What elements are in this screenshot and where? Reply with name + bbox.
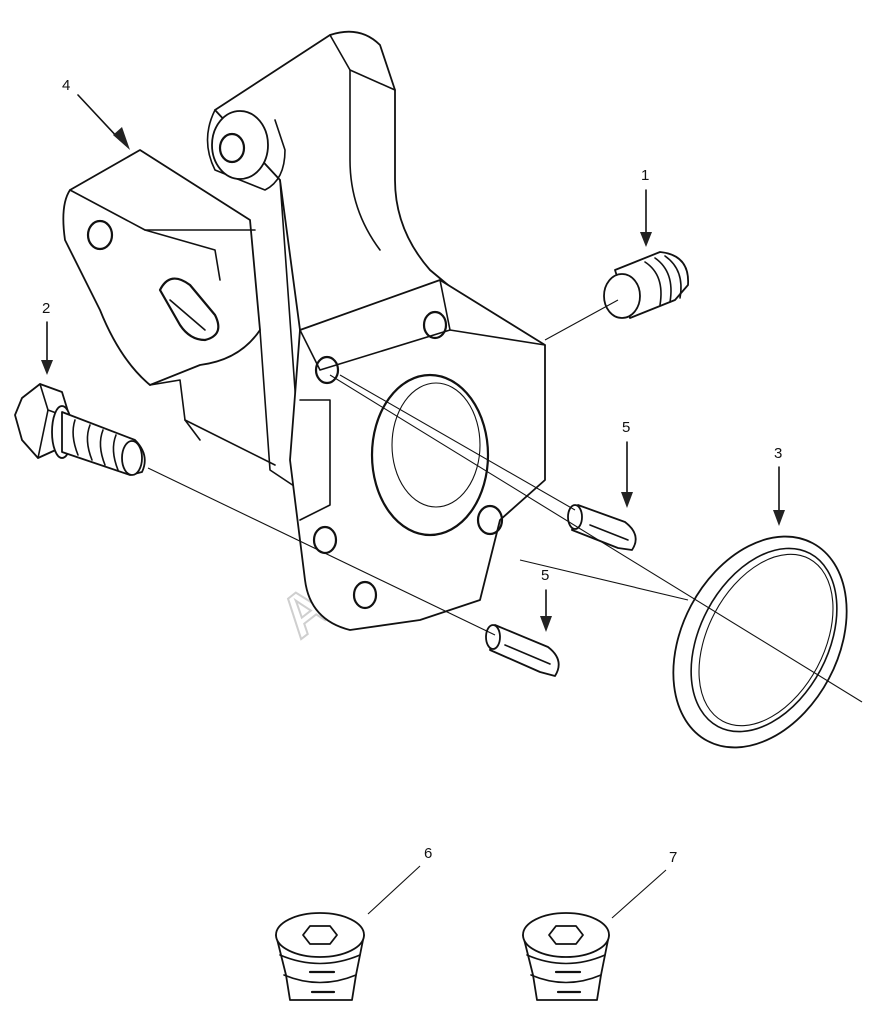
callout-7: 7 xyxy=(611,849,677,919)
callout-5b: 5 xyxy=(540,567,552,632)
callout-6: 6 xyxy=(367,845,432,915)
seal-ring-part-3 xyxy=(672,535,848,749)
callout-label-1: 1 xyxy=(641,167,649,184)
callout-label-6: 6 xyxy=(424,845,432,862)
socket-plug-part-6 xyxy=(275,912,365,1001)
callout-5a: 5 xyxy=(621,419,633,508)
callout-label-7: 7 xyxy=(669,849,677,866)
callout-1: 1 xyxy=(640,167,652,247)
socket-plug-part-7 xyxy=(522,912,610,1001)
callout-label-5b: 5 xyxy=(541,567,549,584)
callout-label-2: 2 xyxy=(42,300,50,317)
callout-label-5a: 5 xyxy=(622,419,630,436)
callout-3: 3 xyxy=(773,445,785,526)
callout-label-3: 3 xyxy=(774,445,782,462)
assembly-centerlines xyxy=(147,299,863,703)
bracket-part xyxy=(62,30,546,631)
bolt-part-2 xyxy=(14,383,146,476)
callout-4: 4 xyxy=(62,77,130,150)
plug-part-1 xyxy=(603,251,689,319)
dowel-pin-lower xyxy=(485,624,560,677)
callout-2: 2 xyxy=(41,300,53,375)
callout-label-4: 4 xyxy=(62,77,70,94)
